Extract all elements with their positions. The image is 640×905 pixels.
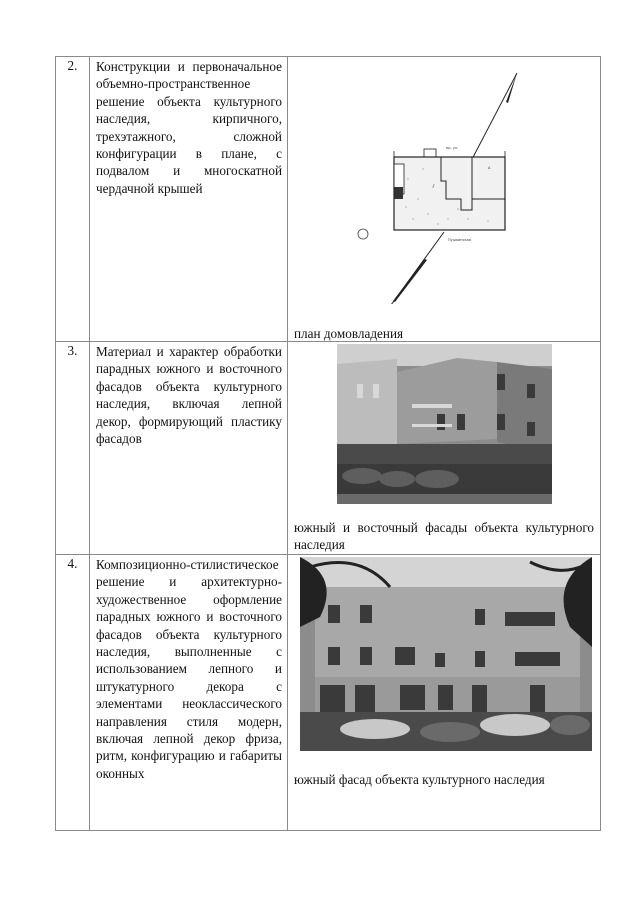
image-cell: пр. ул. Пушкинская А Г план домовладения: [287, 56, 601, 342]
table-row: 4. Композиционно-стилистическое решение …: [55, 554, 601, 831]
heritage-table: 2. Конструкции и первоначальное объемно-…: [55, 56, 601, 831]
image-caption: южный и восточный фасады объекта культур…: [294, 520, 594, 553]
row-number: 3.: [55, 341, 90, 555]
svg-text:пр. ул.: пр. ул.: [446, 146, 458, 150]
site-plan-drawing: пр. ул. Пушкинская А Г: [348, 69, 548, 304]
svg-text:А: А: [488, 166, 491, 170]
table-row: 3. Материал и характер обработки парадны…: [55, 341, 601, 555]
svg-text:Пушкинская: Пушкинская: [448, 238, 471, 242]
svg-text:Г: Г: [433, 184, 435, 188]
image-caption: план домовладения: [294, 326, 404, 341]
image-cell: южный фасад объекта культурного наследия: [287, 554, 601, 831]
image-cell: южный и восточный фасады объекта культур…: [287, 341, 601, 555]
row-description: Материал и характер обработки парадных ю…: [96, 344, 282, 447]
row-number: 4.: [55, 554, 90, 831]
row-description: Конструкции и первоначальное объемно-про…: [96, 59, 282, 196]
south-facade-photo: [300, 557, 592, 751]
row-number: 2.: [55, 56, 90, 342]
row-description: Композиционно-стилистическое решение и а…: [96, 557, 282, 781]
building-corner-photo: [337, 344, 552, 504]
image-caption: южный фасад объекта культурного наследия: [294, 772, 545, 787]
table-row: 2. Конструкции и первоначальное объемно-…: [55, 56, 601, 342]
